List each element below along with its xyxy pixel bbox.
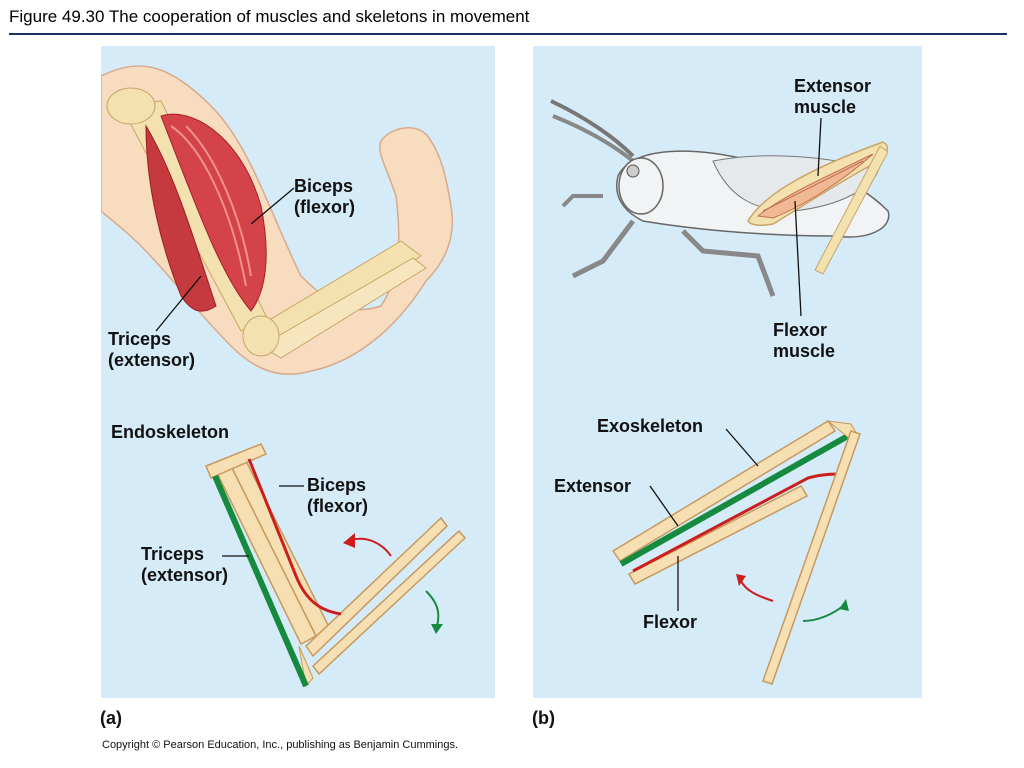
exoskeleton-diagram (611, 419, 861, 685)
copyright-notice: Copyright © Pearson Education, Inc., pub… (102, 739, 459, 751)
biceps-flexor-label: Biceps (flexor) (307, 475, 369, 516)
flexor-label: Flexor (643, 612, 698, 632)
figure-title: Figure 49.30 The cooperation of muscles … (9, 7, 530, 26)
title-rule (9, 33, 1007, 35)
panel-b: Extensor muscle Flexor muscle Exoskeleto… (533, 46, 922, 698)
flexor-muscle-label: Flexor muscle (773, 320, 836, 361)
triceps-label: Triceps (extensor) (108, 329, 196, 370)
arm-illustration (101, 65, 453, 375)
biceps-label: Biceps (flexor) (294, 176, 356, 217)
exoskeleton-label: Exoskeleton (597, 416, 704, 436)
endoskeleton-diagram (205, 443, 467, 688)
panel-b-tag: (b) (532, 708, 555, 728)
panel-b-artwork (550, 99, 890, 685)
extensor-muscle-label: Extensor muscle (794, 76, 872, 117)
triceps-extensor-label: Triceps (extensor) (141, 544, 229, 585)
extensor-label: Extensor (554, 476, 632, 496)
panel-a-artwork (101, 65, 467, 688)
endoskeleton-label: Endoskeleton (111, 422, 230, 442)
panel-a: Biceps (flexor) Triceps (extensor) Endos… (101, 46, 495, 698)
grasshopper-illustration (550, 99, 890, 317)
panel-a-tag: (a) (100, 708, 122, 728)
